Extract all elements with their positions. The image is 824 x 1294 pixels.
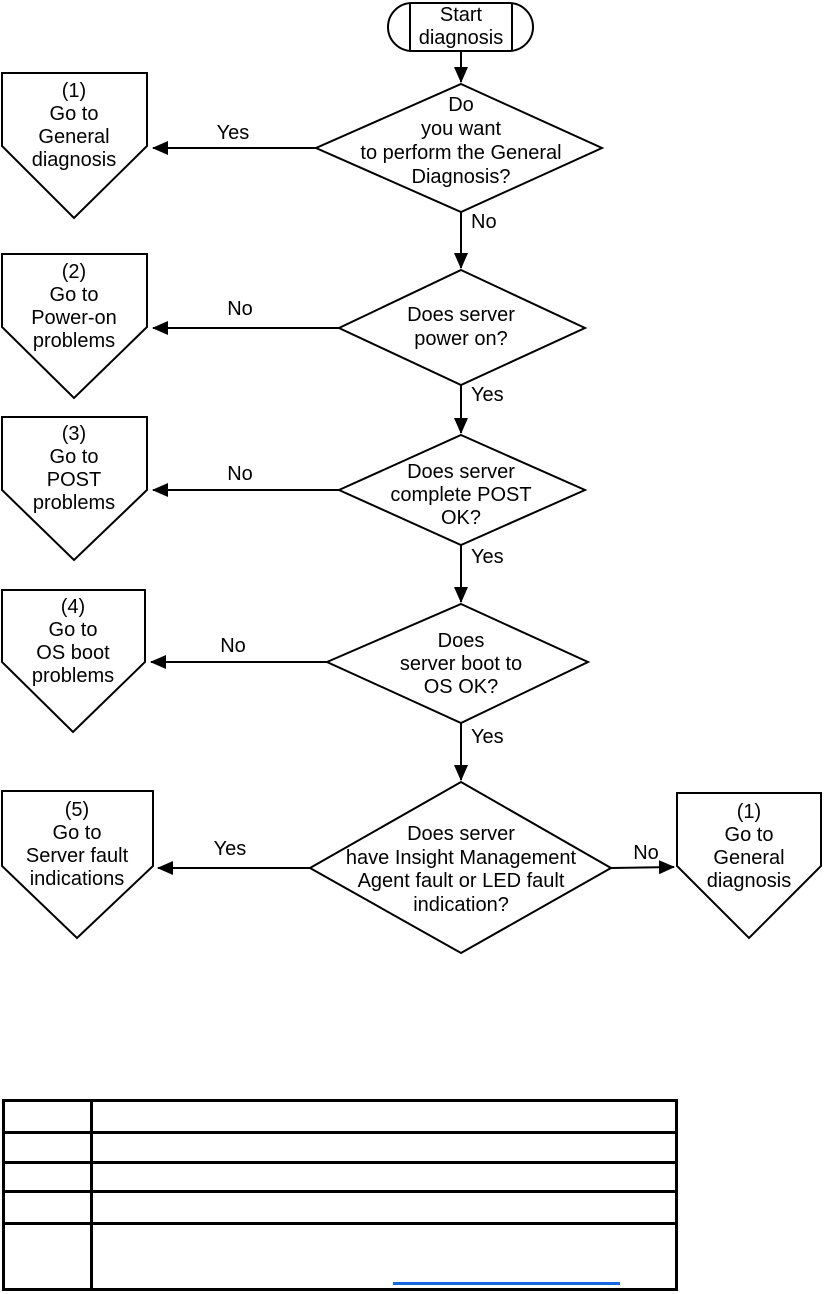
table-cell xyxy=(5,1164,93,1193)
decision-post: Does server complete POST OK? xyxy=(336,433,588,547)
decision-text-line: Agent fault or LED fault xyxy=(358,870,565,892)
edge-label-no: No xyxy=(633,842,659,864)
table-cell xyxy=(5,1134,93,1164)
flow-line-d5-no xyxy=(610,860,675,875)
connector-text-line: OS boot xyxy=(36,642,110,664)
decision-text-line: Does xyxy=(438,630,485,652)
connector-text-line: General xyxy=(713,847,784,869)
connector-text-line: (1) xyxy=(62,80,86,102)
connector-text-line: problems xyxy=(32,665,114,687)
connector-text-line: (2) xyxy=(62,261,86,283)
connector-os-boot-problems: (4) Go to OS boot problems xyxy=(1,589,146,734)
edge-label-no: No xyxy=(471,211,497,233)
decision-fault-indication: Does server have Insight Management Agen… xyxy=(307,780,614,955)
hyperlink-underline[interactable] xyxy=(393,1282,620,1285)
decision-diamond xyxy=(307,780,614,955)
decision-text-line: server boot to xyxy=(400,653,522,675)
edge-label-no: No xyxy=(220,635,246,657)
offpage-connector-shape xyxy=(1,253,148,400)
connector-text-line: Server fault xyxy=(26,845,129,867)
table-cell xyxy=(93,1102,675,1134)
connector-text-line: problems xyxy=(33,492,115,514)
decision-general-diagnosis: Do you want to perform the General Diagn… xyxy=(313,82,605,214)
connector-text-line: Power-on xyxy=(31,307,117,329)
decision-text-line: you want xyxy=(421,118,501,140)
offpage-connector-shape xyxy=(1,72,148,220)
edge-label-no: No xyxy=(227,463,253,485)
connector-general-diagnosis-1: (1) Go to General diagnosis xyxy=(1,72,148,220)
connector-text-line: Go to xyxy=(725,824,774,846)
decision-text-line: Diagnosis? xyxy=(412,166,511,188)
table-cell xyxy=(93,1193,675,1225)
decision-text-line: OK? xyxy=(441,507,481,529)
legend-table xyxy=(2,1099,678,1291)
edge-label-yes: Yes xyxy=(471,546,504,568)
table-cell xyxy=(93,1134,675,1164)
decision-text-line: Do xyxy=(448,94,474,116)
edge-label-no: No xyxy=(227,298,253,320)
decision-power-on: Does server power on? xyxy=(336,268,588,387)
connector-text-line: Go to xyxy=(50,284,99,306)
start-node-label: diagnosis xyxy=(419,27,504,49)
diagnosis-flowchart: Start diagnosis Do you want to perform t… xyxy=(1,2,822,955)
connector-text-line: (4) xyxy=(61,596,85,618)
edge-label-yes: Yes xyxy=(471,726,504,748)
connector-post-problems: (3) Go to POST problems xyxy=(1,416,148,562)
table-cell xyxy=(5,1102,93,1134)
decision-text-line: to perform the General xyxy=(360,142,561,164)
connector-text-line: (1) xyxy=(737,801,761,823)
edge-label-yes: Yes xyxy=(217,122,250,144)
connector-text-line: (5) xyxy=(65,799,89,821)
connector-text-line: problems xyxy=(33,330,115,352)
offpage-connector-shape xyxy=(1,790,154,940)
decision-text-line: indication? xyxy=(413,894,509,916)
connector-text-line: Go to xyxy=(53,822,102,844)
offpage-connector-shape xyxy=(1,589,146,734)
start-node: Start diagnosis xyxy=(387,2,534,52)
connector-text-line: General xyxy=(38,126,109,148)
decision-text-line: Does server xyxy=(407,461,515,483)
decision-text-line: power on? xyxy=(414,328,507,350)
connector-text-line: indications xyxy=(30,868,125,890)
decision-text-line: Does server xyxy=(407,823,515,845)
decision-text-line: OS OK? xyxy=(424,676,498,698)
connector-text-line: (3) xyxy=(62,423,86,445)
decision-text-line: Does server xyxy=(407,304,515,326)
start-node-label: Start xyxy=(440,4,483,26)
connector-power-on-problems: (2) Go to Power-on problems xyxy=(1,253,148,400)
connector-text-line: POST xyxy=(47,469,101,491)
connector-text-line: Go to xyxy=(50,103,99,125)
connector-text-line: diagnosis xyxy=(707,870,792,892)
edge-label-yes: Yes xyxy=(214,838,247,860)
connector-text-line: Go to xyxy=(50,446,99,468)
table-cell xyxy=(5,1193,93,1225)
table-cell xyxy=(93,1225,675,1288)
connector-text-line: Go to xyxy=(49,619,98,641)
connector-general-diagnosis-right: (1) Go to General diagnosis xyxy=(676,792,822,940)
decision-text-line: complete POST xyxy=(390,484,531,506)
connector-server-fault-indications: (5) Go to Server fault indications xyxy=(1,790,154,940)
decision-text-line: have Insight Management xyxy=(346,847,577,869)
edge-label-yes: Yes xyxy=(471,384,504,406)
decision-os-boot: Does server boot to OS OK? xyxy=(324,602,591,725)
offpage-connector-shape xyxy=(676,792,822,940)
table-cell xyxy=(5,1225,93,1288)
offpage-connector-shape xyxy=(1,416,148,562)
table-cell xyxy=(93,1164,675,1193)
connector-text-line: diagnosis xyxy=(32,149,117,171)
